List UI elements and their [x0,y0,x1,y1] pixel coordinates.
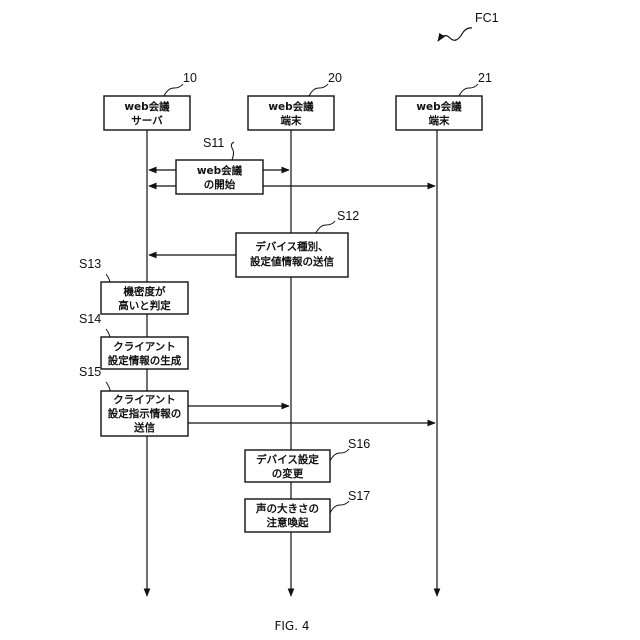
step-label-s17: S17 [348,489,370,503]
step-label-s14: S14 [79,312,101,326]
entity-ref-21: 21 [478,71,492,85]
entity-server-line2: サーバ [131,115,163,127]
step-s11-line2: の開始 [204,178,236,191]
step-s16-line1: デバイス設定 [256,453,319,466]
step-s16-line2: の変更 [272,467,304,480]
entity-ref-10-leader [164,84,183,96]
entity-server-line1: web会議 [124,100,170,113]
step-s11-line1: web会議 [197,164,243,177]
step-label-s15: S15 [79,365,101,379]
step-s13-line1: 機密度が [124,285,166,298]
step-s14-line1: クライアント [113,341,176,353]
step-s15-line1: クライアント [113,394,176,406]
step-label-s13: S13 [79,257,101,271]
entity-terminal21-line2: 端末 [429,114,450,127]
step-leader-s11 [231,142,234,160]
entity-ref-20: 20 [328,71,342,85]
step-s12-line2: 設定値情報の送信 [250,255,334,268]
entity-ref-20-leader [309,84,328,96]
step-leader-s17 [330,501,349,513]
step-label-s12: S12 [337,209,359,223]
entity-ref-10: 10 [183,71,197,85]
step-s15-line2: 設定指示情報の [108,407,182,420]
step-s15-line3: 送信 [133,421,155,434]
figure-id: FC1 [475,11,499,25]
step-label-s11: S11 [203,136,224,150]
step-box-s12 [236,233,348,277]
entity-ref-21-leader [459,84,478,96]
step-s13-line2: 高いと判定 [118,299,171,312]
step-label-s16: S16 [348,437,370,451]
figure-id-leader [438,28,472,41]
figure-caption: FIG. 4 [274,619,309,633]
entity-terminal20-line1: web会議 [268,100,314,113]
step-leader-s16 [330,449,349,461]
entity-terminal20-line2: 端末 [281,114,302,127]
step-leader-s12 [316,221,335,233]
step-s12-line1: デバイス種別、 [255,240,328,253]
step-s17-line1: 声の大きさの [255,502,319,515]
step-s14-line2: 設定情報の生成 [108,354,182,367]
entity-terminal21-line1: web会議 [416,100,462,113]
step-s17-line2: 注意喚起 [267,516,309,529]
